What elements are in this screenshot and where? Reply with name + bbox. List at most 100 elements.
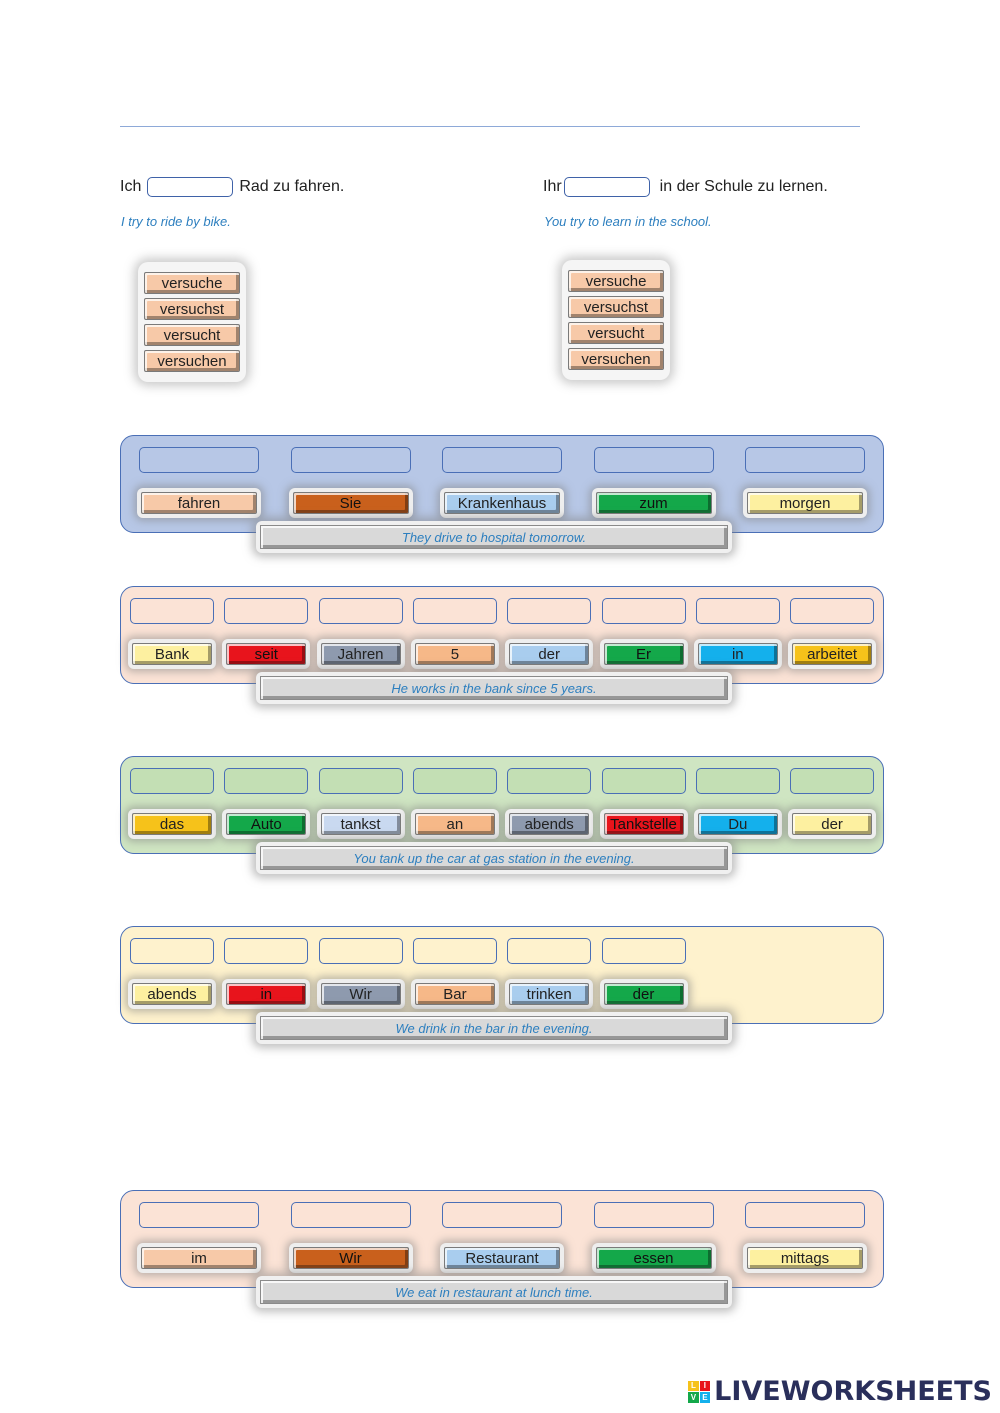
word-tile[interactable]: fahren (141, 492, 257, 514)
drop-slot[interactable] (412, 768, 497, 794)
drop-slot[interactable] (318, 768, 403, 794)
word-tile-frame: in (693, 639, 782, 669)
drop-slot[interactable] (695, 768, 780, 794)
word-tile[interactable]: mittags (747, 1247, 863, 1269)
drop-slot[interactable] (412, 598, 497, 624)
word-tile[interactable]: 5 (414, 643, 495, 665)
word-tile[interactable]: Tankstelle (603, 813, 684, 835)
drop-slot[interactable] (745, 447, 865, 473)
word-tile[interactable]: zum (595, 492, 712, 514)
word-tile[interactable]: Wir (320, 983, 401, 1005)
drop-slot[interactable] (507, 598, 592, 624)
word-tile-frame: im (137, 1243, 261, 1273)
options-left: versuche versuchst versucht versuchen (138, 262, 246, 382)
gap-sentence-right: Ihr in der Schule zu lernen. (543, 175, 828, 199)
word-tile[interactable]: in (226, 983, 307, 1005)
drop-slot[interactable] (790, 598, 875, 624)
word-tile-frame: der (505, 639, 594, 669)
word-tile[interactable]: seit (226, 643, 307, 665)
drop-slot[interactable] (601, 938, 686, 964)
word-tile[interactable]: im (141, 1247, 257, 1269)
word-tile[interactable]: Bank (132, 643, 212, 665)
word-tile[interactable]: der (792, 813, 873, 835)
word-tile[interactable]: tankst (320, 813, 401, 835)
word-tile[interactable]: arbeitet (792, 643, 873, 665)
word-tile[interactable]: an (414, 813, 495, 835)
option-chip[interactable]: versuchst (144, 298, 240, 320)
word-tile[interactable]: Wir (292, 1247, 409, 1269)
option-chip[interactable]: versuche (568, 270, 664, 292)
word-tile[interactable]: Bar (414, 983, 495, 1005)
option-chip[interactable]: versuchen (568, 348, 664, 370)
drop-slot[interactable] (507, 768, 592, 794)
word-tile[interactable]: Sie (292, 492, 409, 514)
word-tile[interactable]: der (603, 983, 684, 1005)
translation-bar: We eat in restaurant at lunch time. (256, 1276, 732, 1308)
drop-slot[interactable] (224, 938, 309, 964)
word-tile[interactable]: Jahren (320, 643, 401, 665)
translation-text: We drink in the bar in the evening. (260, 1016, 728, 1040)
drop-slot[interactable] (593, 447, 714, 473)
word-tile-frame: in (222, 979, 311, 1009)
drop-slot[interactable] (601, 768, 686, 794)
sentence-start: Ich (120, 178, 142, 195)
drop-slot[interactable] (318, 938, 403, 964)
drop-slot[interactable] (290, 1202, 411, 1228)
drop-slot[interactable] (139, 1202, 259, 1228)
drop-slot[interactable] (130, 598, 214, 624)
translation-bar: He works in the bank since 5 years. (256, 672, 732, 704)
drop-slot[interactable] (224, 598, 309, 624)
word-tile[interactable]: abends (132, 983, 212, 1005)
word-tile[interactable]: Er (603, 643, 684, 665)
translation-hint: You try to learn in the school. (544, 214, 712, 229)
word-tile[interactable]: in (697, 643, 778, 665)
drop-slot[interactable] (130, 938, 214, 964)
answer-blank[interactable] (147, 177, 234, 197)
word-tile-frame: Tankstelle (599, 809, 688, 839)
drop-slot[interactable] (593, 1202, 714, 1228)
header-rule (120, 126, 860, 127)
drop-slot[interactable] (139, 447, 259, 473)
word-tile-frame: Krankenhaus (440, 488, 564, 518)
drop-slot[interactable] (745, 1202, 865, 1228)
word-tile[interactable]: Du (697, 813, 778, 835)
drop-slot[interactable] (412, 938, 497, 964)
sentence-end: Rad zu fahren. (239, 178, 345, 195)
word-tile[interactable]: morgen (747, 492, 863, 514)
word-tile-frame: Restaurant (440, 1243, 564, 1273)
drop-slot[interactable] (601, 598, 686, 624)
option-chip[interactable]: versucht (568, 322, 664, 344)
word-tile-frame: tankst (316, 809, 405, 839)
drop-slot[interactable] (318, 598, 403, 624)
drop-slot[interactable] (224, 768, 309, 794)
drop-slot[interactable] (695, 598, 780, 624)
word-tile-frame: mittags (743, 1243, 867, 1273)
option-chip[interactable]: versuche (144, 272, 240, 294)
word-tile[interactable]: Krankenhaus (444, 492, 560, 514)
word-tile[interactable]: essen (595, 1247, 712, 1269)
drop-slot[interactable] (507, 938, 592, 964)
option-chip[interactable]: versuchen (144, 350, 240, 372)
word-tile[interactable]: abends (509, 813, 590, 835)
word-tile[interactable]: Auto (226, 813, 307, 835)
word-tile[interactable]: das (132, 813, 212, 835)
translation-bar: You tank up the car at gas station in th… (256, 842, 732, 874)
translation-text: He works in the bank since 5 years. (260, 676, 728, 700)
drop-slot[interactable] (442, 1202, 562, 1228)
drop-slot[interactable] (790, 768, 875, 794)
word-tile[interactable]: der (509, 643, 590, 665)
logo-square: I (699, 1380, 711, 1391)
drop-slot[interactable] (290, 447, 411, 473)
word-tile[interactable]: trinken (509, 983, 590, 1005)
word-tile[interactable]: Restaurant (444, 1247, 560, 1269)
option-chip[interactable]: versuchst (568, 296, 664, 318)
drop-slot[interactable] (442, 447, 562, 473)
sentence-panel: abends in Wir Bar trinken der (120, 926, 884, 1024)
word-tile-frame: Bar (410, 979, 499, 1009)
drop-slot[interactable] (130, 768, 214, 794)
answer-blank[interactable] (563, 177, 650, 197)
option-chip[interactable]: versucht (144, 324, 240, 346)
translation-bar: We drink in the bar in the evening. (256, 1012, 732, 1044)
